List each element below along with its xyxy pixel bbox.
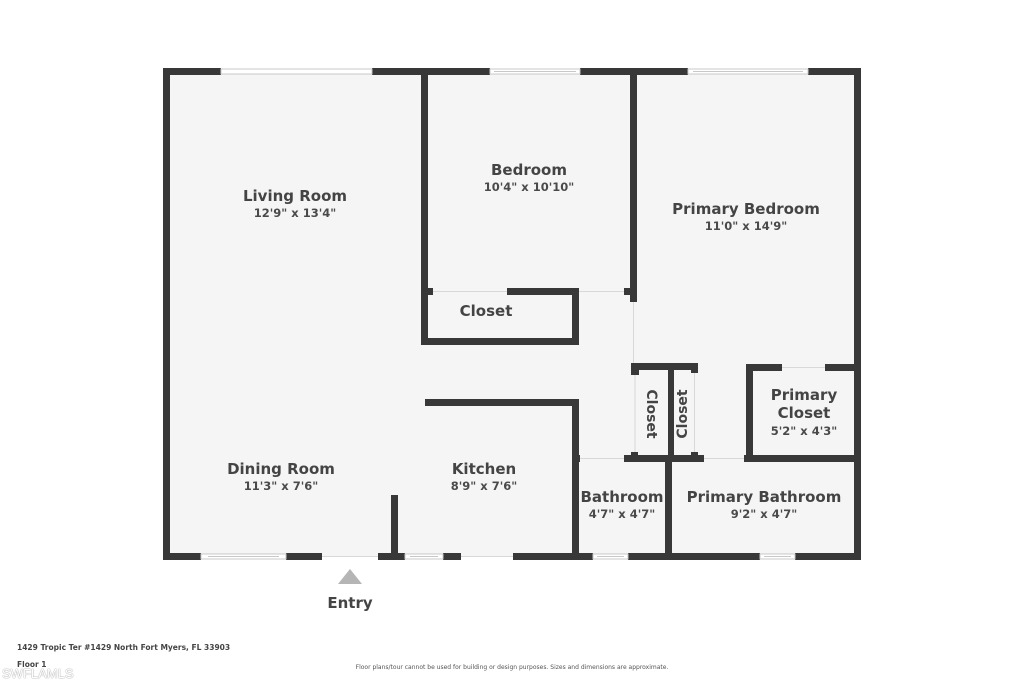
room-closet-bedroom: Closet bbox=[459, 302, 513, 320]
room-dimensions: 5'2" x 4'3" bbox=[770, 423, 838, 438]
room-name: Closet bbox=[459, 302, 513, 320]
floor-area bbox=[166, 72, 858, 556]
room-dimensions: 11'3" x 7'6" bbox=[243, 479, 319, 494]
disclaimer: Floor plans/tour cannot be used for buil… bbox=[355, 664, 669, 671]
room-name: Living Room bbox=[242, 187, 348, 205]
room-dimensions: 11'0" x 14'9" bbox=[704, 219, 788, 234]
walls bbox=[163, 68, 861, 560]
room-name: Bathroom bbox=[580, 488, 664, 506]
room-primary-closet: Primary Closet 5'2" x 4'3" bbox=[770, 386, 838, 438]
room-name-line1: Primary bbox=[770, 386, 838, 404]
room-dimensions: 4'7" x 4'7" bbox=[588, 507, 656, 522]
room-name: Primary Bathroom bbox=[686, 488, 842, 506]
room-bathroom: Bathroom 4'7" x 4'7" bbox=[580, 488, 664, 522]
room-name: Dining Room bbox=[227, 460, 335, 478]
room-dining-room: Dining Room 11'3" x 7'6" bbox=[227, 460, 335, 494]
room-dimensions: 8'9" x 7'6" bbox=[450, 479, 518, 494]
room-primary-bedroom: Primary Bedroom 11'0" x 14'9" bbox=[672, 200, 820, 234]
room-dimensions: 9'2" x 4'7" bbox=[730, 507, 798, 522]
room-name: Bedroom bbox=[491, 161, 567, 179]
room-name-line2: Closet bbox=[777, 404, 831, 423]
room-name: Kitchen bbox=[451, 460, 517, 478]
room-dimensions: 12'9" x 13'4" bbox=[253, 206, 337, 221]
entry-arrow-icon bbox=[338, 569, 362, 584]
entry-label: Entry bbox=[327, 594, 373, 612]
mls-watermark: SWFLAMLS bbox=[2, 666, 74, 681]
room-living-room: Living Room 12'9" x 13'4" bbox=[242, 187, 348, 221]
room-name: Primary Bedroom bbox=[672, 200, 820, 218]
room-closet-hall-1: Closet bbox=[643, 389, 659, 439]
room-dimensions: 10'4" x 10'10" bbox=[483, 180, 575, 195]
room-kitchen: Kitchen 8'9" x 7'6" bbox=[450, 460, 518, 494]
room-bedroom: Bedroom 10'4" x 10'10" bbox=[483, 161, 575, 195]
window-living-room bbox=[220, 68, 373, 75]
property-address: 1429 Tropic Ter #1429 North Fort Myers, … bbox=[17, 643, 231, 652]
floor-label: Floor 1 bbox=[17, 660, 47, 669]
windows bbox=[200, 68, 809, 560]
room-closet-hall-2: Closet bbox=[675, 389, 691, 439]
room-primary-bathroom: Primary Bathroom 9'2" x 4'7" bbox=[686, 488, 842, 522]
door-openings bbox=[322, 291, 825, 557]
